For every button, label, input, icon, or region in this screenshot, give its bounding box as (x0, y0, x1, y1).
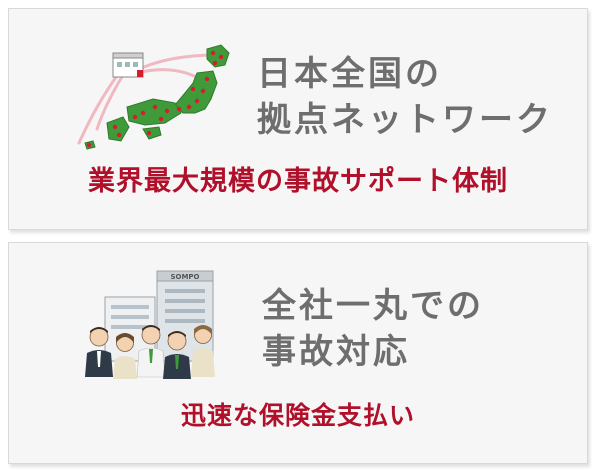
staff-people-icon (85, 325, 215, 379)
heading-line-2: 事故対応 (262, 332, 410, 372)
card-tagline: 業界最大規模の事故サポート体制 (88, 166, 508, 197)
network-feature-card: 日本全国の 拠点ネットワーク 業界最大規模の事故サポート体制 (8, 8, 588, 230)
heading-line-1: 日本全国の (257, 54, 442, 94)
response-feature-card: SOMPO (8, 242, 588, 464)
company-staff-building-icon: SOMPO (79, 267, 239, 383)
headquarters-building-icon (112, 52, 144, 78)
heading-line-2: 拠点ネットワーク (257, 100, 553, 140)
building-sign: SOMPO (170, 273, 199, 281)
card-tagline: 迅速な保険金支払い (180, 401, 415, 430)
japan-network-map-icon (57, 43, 247, 157)
heading-line-1: 全社一丸での (262, 286, 484, 326)
card-heading: 全社一丸での 事故対応 (262, 283, 484, 375)
card-heading: 日本全国の 拠点ネットワーク (257, 51, 553, 143)
